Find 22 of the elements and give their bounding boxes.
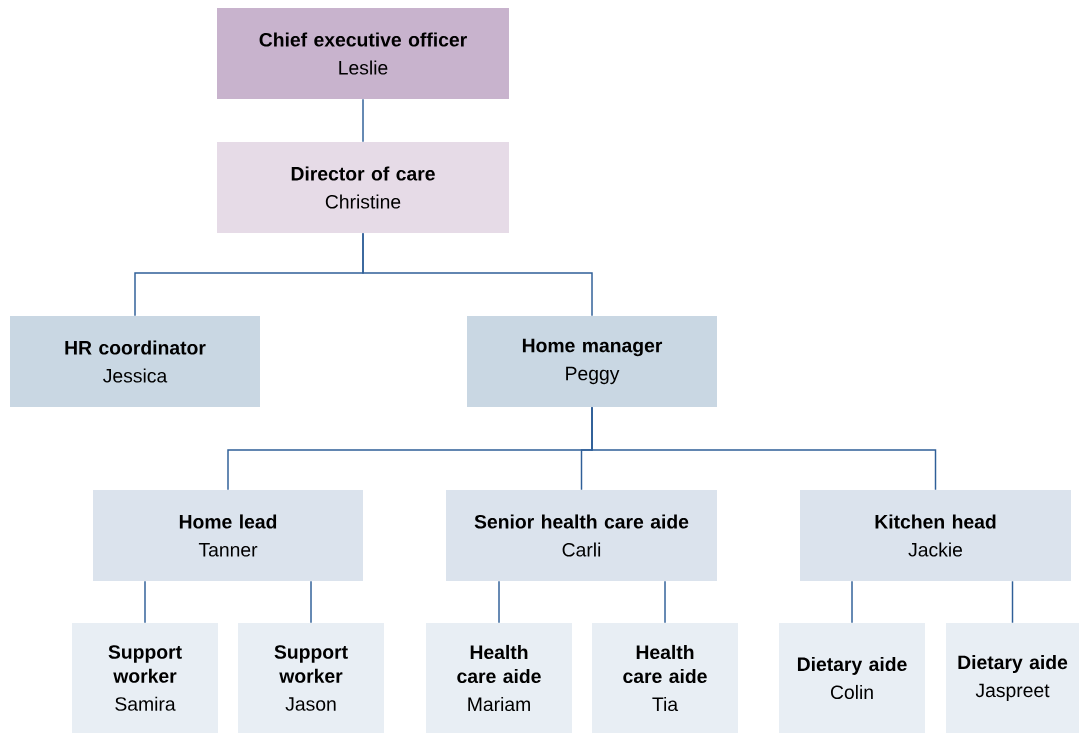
- connector-line: [1011, 580, 1014, 624]
- org-box: Director of care Christine: [217, 142, 509, 233]
- org-box: Health care aide Mariam: [426, 623, 572, 733]
- org-box: Health care aide Tia: [592, 623, 738, 733]
- connector-line: [144, 580, 146, 624]
- org-box: Home manager Peggy: [467, 316, 717, 407]
- org-box: Senior health care aide Carli: [446, 490, 717, 581]
- connector-line: [362, 98, 364, 143]
- org-box: HR coordinator Jessica: [10, 316, 260, 407]
- org-box: Support worker Samira: [72, 623, 218, 733]
- org-box: Support worker Jason: [238, 623, 384, 733]
- connector-line: [591, 406, 937, 491]
- connector-line: [664, 580, 666, 624]
- org-box: Chief executive officer Leslie: [217, 8, 509, 99]
- org-box: Kitchen head Jackie: [800, 490, 1071, 581]
- connector-line: [851, 580, 853, 624]
- org-box: Home lead Tanner: [93, 490, 363, 581]
- org-box: Dietary aide Jaspreet: [946, 623, 1079, 733]
- connector-line: [498, 580, 500, 624]
- connector-line: [310, 580, 312, 624]
- connector-line: [362, 232, 593, 317]
- org-box: Dietary aide Colin: [779, 623, 925, 733]
